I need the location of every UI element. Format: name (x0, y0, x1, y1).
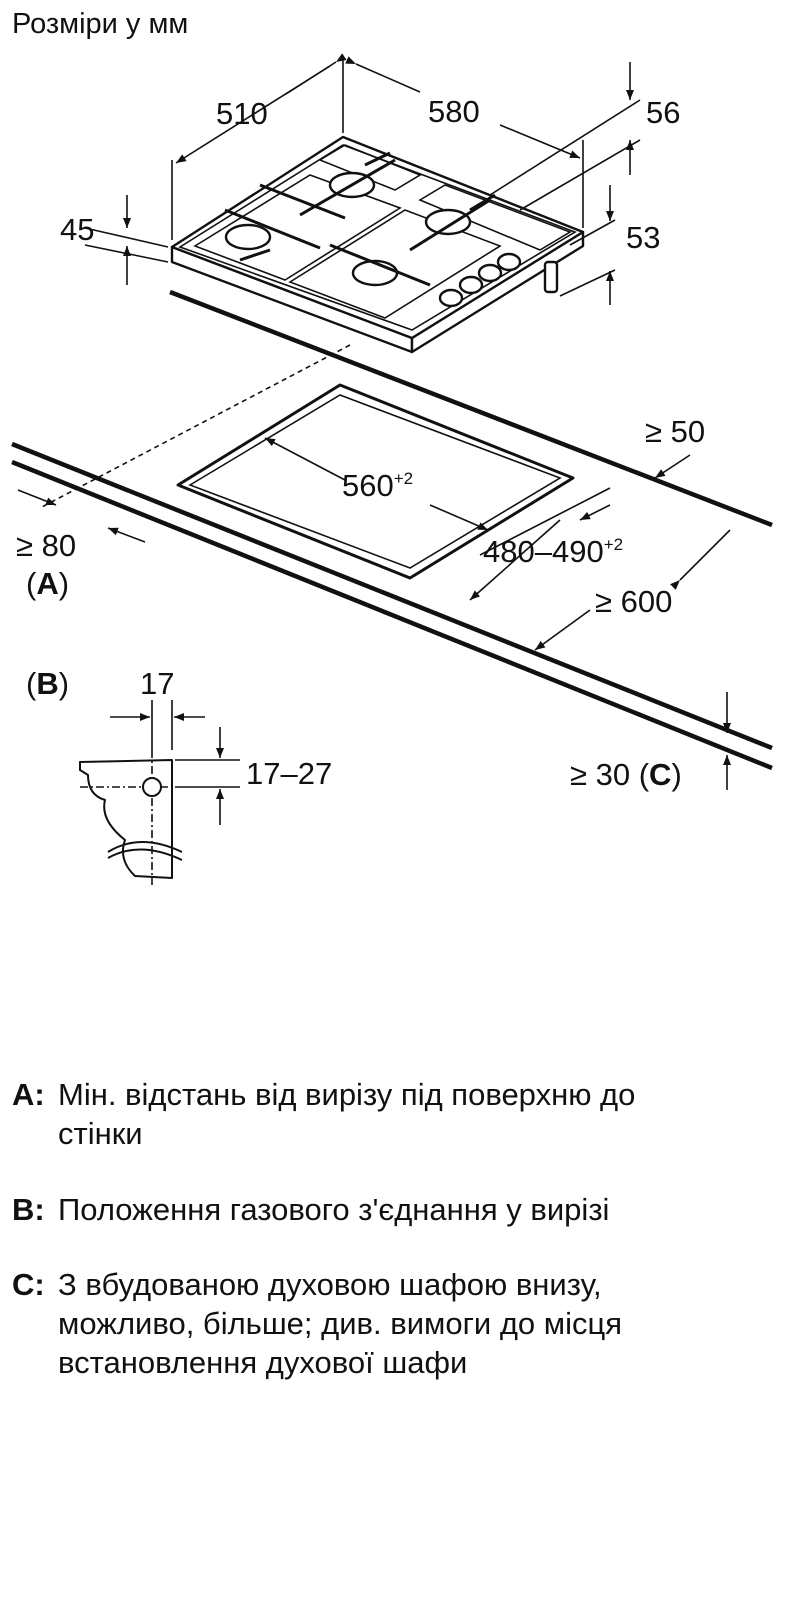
dim-45: 45 (60, 212, 94, 247)
dim-width-510: 510 (216, 96, 268, 131)
page-title: Розміри у мм (12, 8, 189, 40)
label-b: (B) (26, 666, 69, 701)
gas-hob (170, 135, 585, 354)
label-a: (A) (26, 566, 69, 601)
dim-cutout-480-490: 480–490+2 (483, 534, 623, 569)
dim-53: 53 (626, 220, 660, 255)
detail-b-drawing (79, 700, 240, 885)
dim-min-80: ≥ 80 (16, 528, 76, 563)
dim-min-50: ≥ 50 (645, 414, 705, 449)
dim-min-30: ≥ 30 (C) (570, 757, 682, 792)
dimension-lines (17, 53, 731, 790)
legend-item-a: A: Мін. відстань від вирізу під поверхню… (12, 1077, 636, 1151)
dim-cutout-560: 560+2 (342, 468, 413, 503)
dim-17: 17 (140, 666, 174, 701)
pan-supports (224, 151, 496, 287)
dim-17-27: 17–27 (246, 756, 332, 791)
legend-item-b: B: Положення газового з'єднання у вирізі (12, 1192, 610, 1227)
dim-depth-580: 580 (428, 94, 480, 129)
legend-item-c: C: З вбудованою духовою шафою внизу, мож… (12, 1267, 623, 1380)
dim-min-600: ≥ 600 (595, 584, 672, 619)
control-knobs (438, 252, 522, 308)
countertop (11, 289, 773, 771)
installation-diagram: 510 580 56 45 53 ≥ 50 560+2 480–490+2 ≥ … (11, 53, 773, 885)
dim-56: 56 (646, 95, 680, 130)
